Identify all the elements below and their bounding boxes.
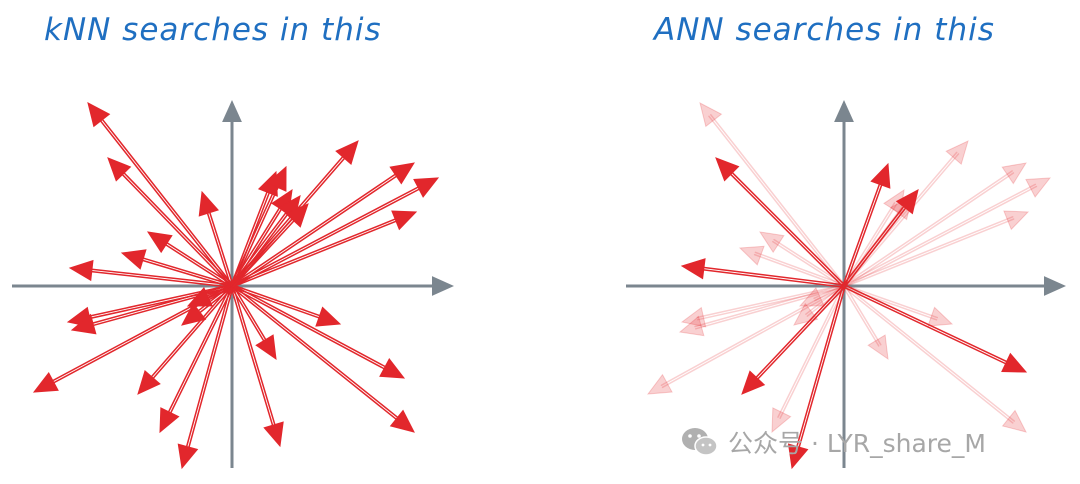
faded-vector-arrow-5 — [678, 284, 846, 337]
faded-vector-arrow-1 — [699, 102, 846, 288]
vector-arrow-28 — [230, 203, 309, 288]
faded-vector-arrow-11 — [842, 284, 954, 327]
faded-vector-arrow-3 — [738, 245, 846, 288]
y-axis-arrow — [222, 100, 242, 122]
vector-arrow-23 — [230, 210, 418, 288]
ann-vector-plot — [626, 100, 1066, 470]
faded-vector-arrow-14 — [842, 177, 1052, 288]
faded-vector-arrow-6 — [646, 284, 846, 395]
faded-vector-arrow-15 — [842, 210, 1030, 288]
faded-vector-arrow-18 — [842, 284, 1027, 433]
vector-arrow-12 — [177, 284, 234, 470]
vector-arrow-19 — [230, 284, 342, 327]
vector-arrow-3 — [198, 190, 234, 288]
faded-vector-arrow-16 — [842, 188, 905, 288]
x-axis-arrow — [1044, 276, 1066, 296]
vector-arrow-8 — [70, 284, 234, 335]
vector-arrow-21 — [230, 162, 416, 288]
nearest-vector-arrow-4 — [787, 284, 846, 470]
y-axis-arrow — [834, 100, 854, 122]
watermark-text: 公众号 · LYR_share_M — [728, 429, 986, 458]
ann-title: ANN searches in this — [654, 12, 995, 48]
vector-arrow-17 — [230, 284, 406, 379]
vector-arrow-14 — [181, 284, 234, 326]
x-axis-arrow — [432, 276, 454, 296]
nearest-vector-arrow-2 — [680, 258, 845, 288]
vector-arrow-13 — [186, 284, 234, 307]
vector-arrow-10 — [137, 284, 234, 395]
vector-arrow-18 — [230, 284, 415, 433]
vector-arrow-6 — [68, 259, 233, 288]
vector-arrow-11 — [159, 284, 234, 434]
faded-vector-arrow-10 — [842, 284, 889, 361]
vector-arrow-2 — [107, 157, 234, 288]
knn-title: kNN searches in this — [44, 12, 382, 48]
watermark: 公众号 · LYR_share_M — [680, 424, 986, 460]
faded-vector-arrow-7 — [771, 284, 846, 434]
faded-vector-arrow-13 — [842, 162, 1028, 288]
nearest-vector-arrow-6 — [842, 189, 919, 288]
faded-vector-arrow-4 — [680, 284, 846, 328]
nearest-vector-arrow-7 — [842, 284, 1028, 373]
nearest-vector-arrow-5 — [842, 162, 891, 288]
knn-vector-plot — [12, 100, 454, 470]
faded-vector-arrow-12 — [842, 140, 969, 288]
vector-arrow-22 — [230, 177, 440, 288]
nearest-vector-arrow-1 — [715, 157, 846, 288]
wechat-icon — [682, 428, 718, 456]
vector-arrow-16 — [230, 284, 284, 448]
vector-arrow-1 — [87, 102, 234, 288]
nearest-vector-arrow-3 — [741, 284, 846, 395]
vector-arrow-4 — [146, 231, 234, 288]
